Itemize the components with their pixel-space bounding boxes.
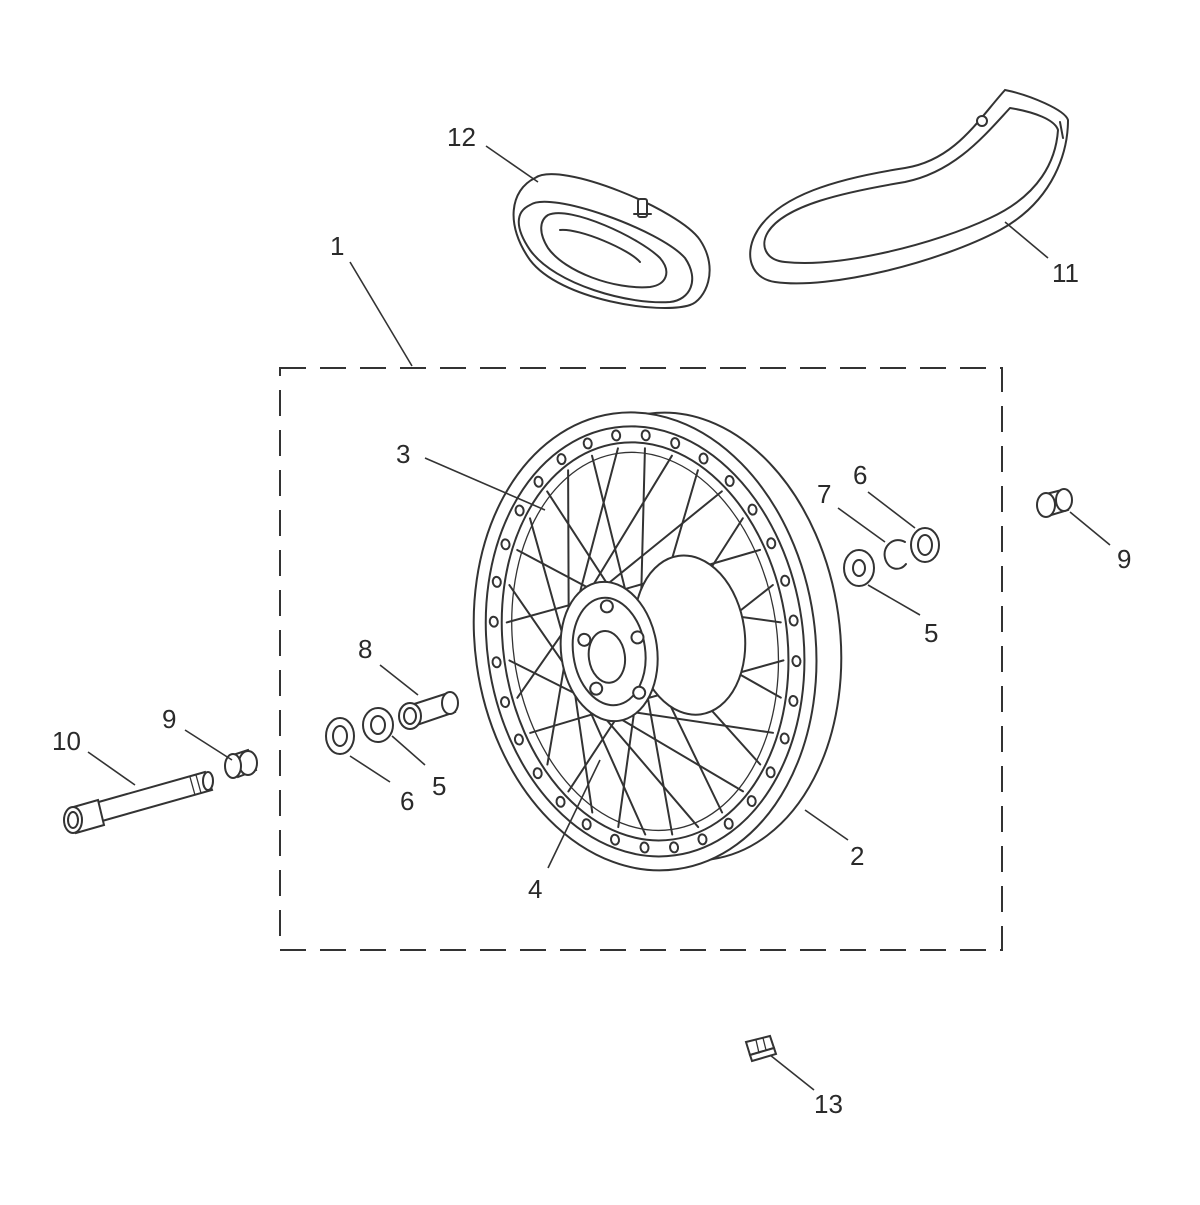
spoke-nipple xyxy=(491,575,502,588)
washer-left xyxy=(325,717,355,755)
spoke-nipple xyxy=(581,818,592,831)
callout-labels: 1 2 3 4 5 5 6 6 7 8 9 9 10 11 12 13 xyxy=(52,122,1131,1119)
hub-spacer xyxy=(398,691,459,730)
spoke-nipple xyxy=(765,766,776,779)
spoke-nipple xyxy=(639,841,650,854)
spoke xyxy=(581,454,673,604)
spoke xyxy=(567,708,623,793)
spoke xyxy=(617,699,637,829)
spoke-nipple xyxy=(747,503,758,516)
callout-2: 2 xyxy=(850,841,864,871)
spoke xyxy=(516,548,599,594)
callout-7: 7 xyxy=(817,479,831,509)
spacer-right xyxy=(1036,488,1073,518)
spoke-nipple xyxy=(669,841,680,854)
spoke-nipple xyxy=(640,429,651,442)
balance-weight xyxy=(744,1034,778,1063)
spoke-nipple xyxy=(609,833,621,846)
spoke-nipple xyxy=(500,538,511,551)
spoke-nipple xyxy=(491,656,502,669)
spoke-nipple xyxy=(697,833,708,846)
wheel-spindle xyxy=(63,770,214,835)
spoke-nipple xyxy=(698,452,709,465)
washer-right xyxy=(910,527,940,563)
spacer-left xyxy=(224,748,258,779)
callout-9-left: 9 xyxy=(162,704,176,734)
spoke-nipple xyxy=(582,437,593,450)
callout-6-right: 6 xyxy=(853,460,867,490)
callout-5-left: 5 xyxy=(432,771,446,801)
callout-8: 8 xyxy=(358,634,372,664)
callout-4: 4 xyxy=(528,874,542,904)
spoke xyxy=(644,683,674,836)
circlip xyxy=(883,539,907,570)
spoke-nipple xyxy=(780,574,791,587)
callout-13: 13 xyxy=(814,1089,843,1119)
callout-6-left: 6 xyxy=(400,786,414,816)
callout-5-right: 5 xyxy=(924,618,938,648)
bearing-right xyxy=(843,549,875,587)
spoke-nipple xyxy=(488,615,499,628)
spoke-nipple xyxy=(532,767,543,780)
leader-lines xyxy=(87,145,1111,1091)
spoke-nipple xyxy=(779,732,790,745)
spoke-nipple xyxy=(556,453,567,466)
spoked-wheel xyxy=(472,411,843,872)
spoke-nipple xyxy=(670,437,681,450)
assembly-group-boundary xyxy=(279,367,1003,951)
spoke-nipples xyxy=(488,429,802,854)
spoke-nipple xyxy=(500,696,511,709)
callout-3: 3 xyxy=(396,439,410,469)
spoke-nipple xyxy=(788,614,799,627)
hub-center-bore xyxy=(587,629,627,684)
spoke-nipple xyxy=(766,537,777,550)
spoke-nipple xyxy=(533,475,544,488)
tube-valve xyxy=(637,198,648,218)
rim-tape xyxy=(749,88,1070,285)
spoke-nipple xyxy=(611,429,622,442)
spoke-nipple xyxy=(791,655,802,668)
spoke-nipple xyxy=(746,795,757,808)
callout-1: 1 xyxy=(330,231,344,261)
spoke xyxy=(591,454,630,604)
inner-tube xyxy=(512,173,711,309)
spoke-nipple xyxy=(555,795,566,808)
callout-10: 10 xyxy=(52,726,81,756)
callout-11: 11 xyxy=(1052,258,1079,288)
spoke xyxy=(619,709,774,734)
spoke-nipple xyxy=(788,694,799,707)
callout-12: 12 xyxy=(447,122,476,152)
bearing-left xyxy=(362,707,394,743)
spoke xyxy=(546,490,615,595)
spoke xyxy=(603,708,745,793)
spoke-nipple xyxy=(723,817,734,830)
spoke-nipple xyxy=(513,733,524,746)
spoke xyxy=(595,490,723,595)
spoke-nipple xyxy=(724,475,735,487)
spoke-nipple xyxy=(514,504,525,517)
callout-9-right: 9 xyxy=(1117,544,1131,574)
